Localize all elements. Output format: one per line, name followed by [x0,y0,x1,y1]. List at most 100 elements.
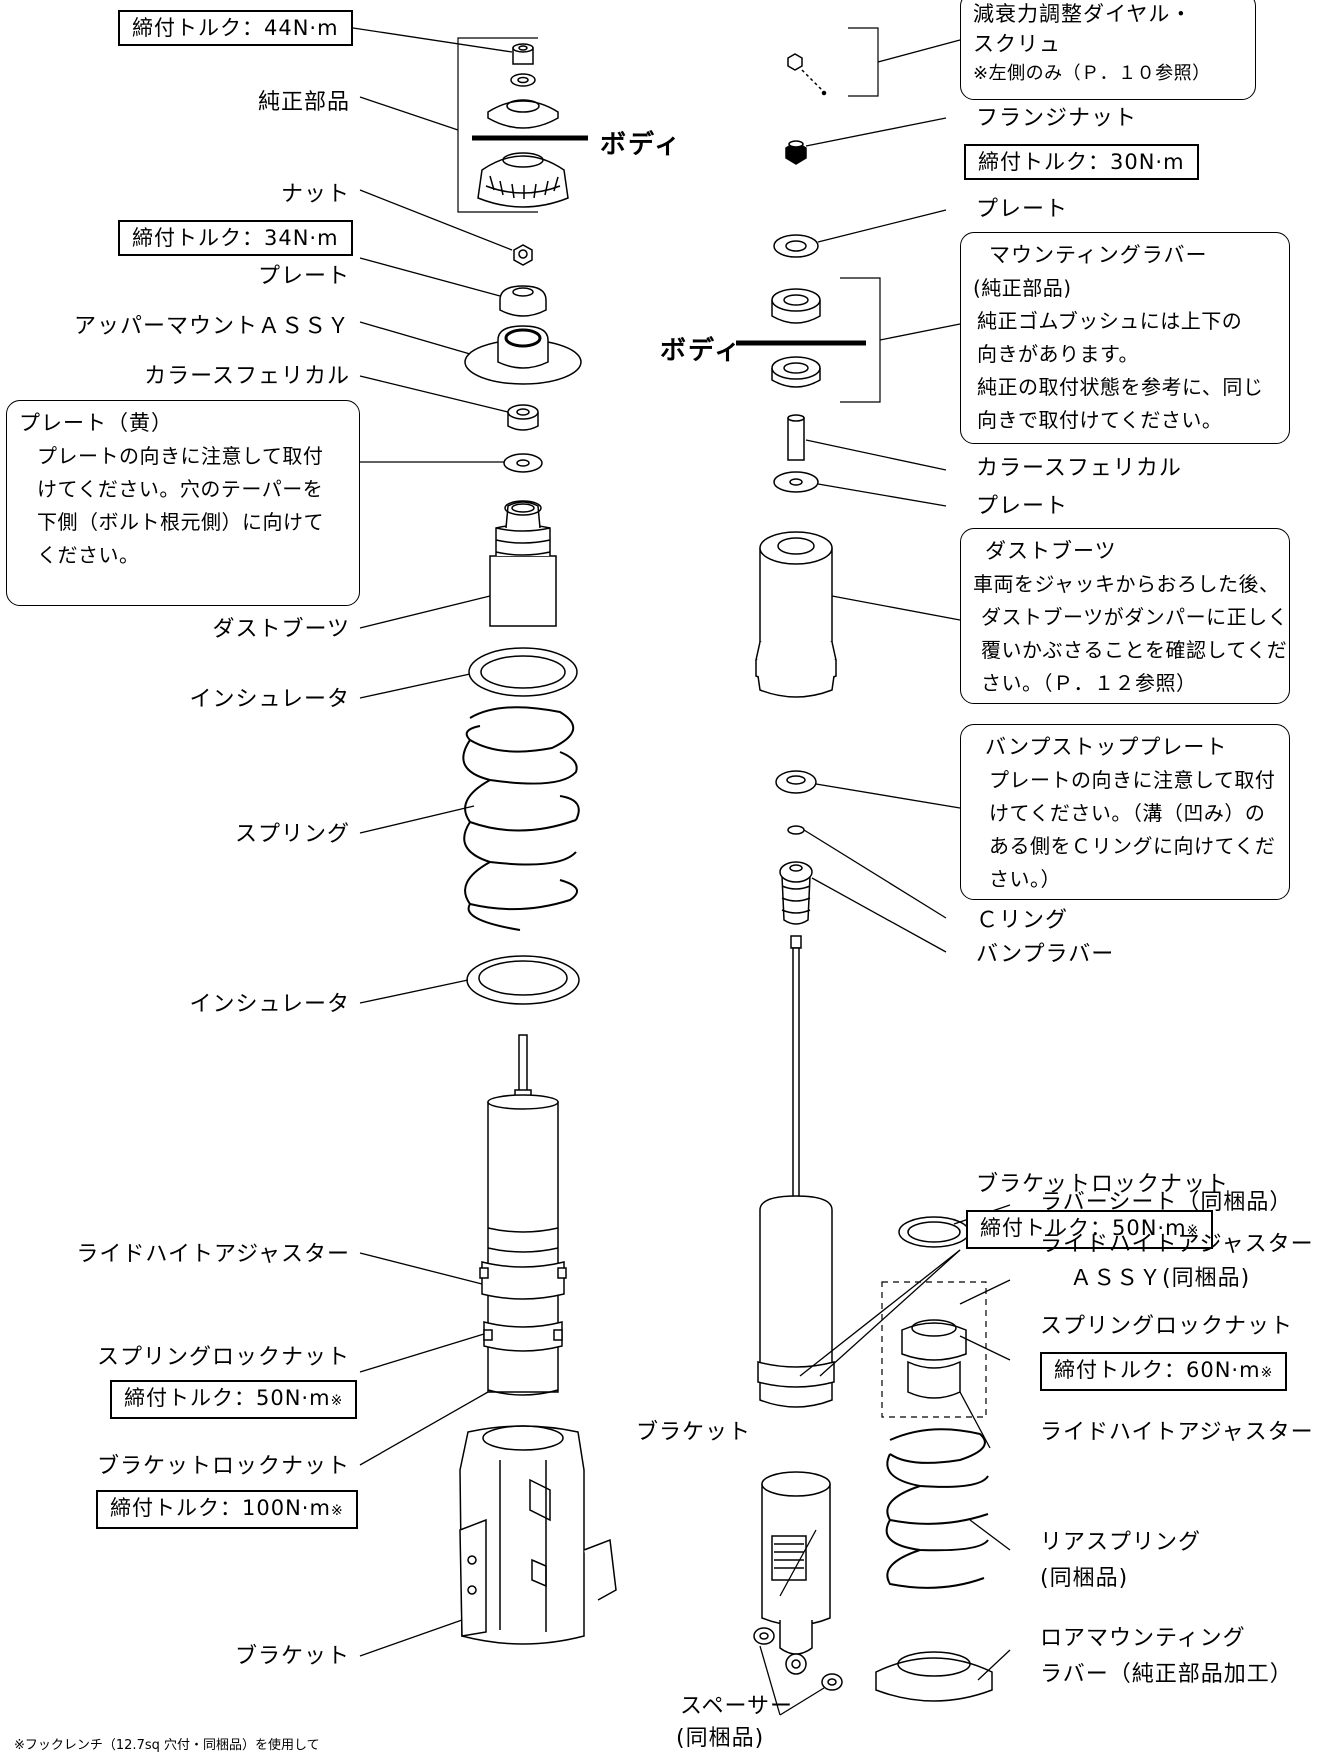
genuine-part-bracket [457,37,538,213]
insulator-top-label: インシュレータ [189,687,350,712]
mount-rubber-bracket [840,277,881,403]
mount-rubber-title: マウンティングラバー [989,243,1208,267]
insulator-bottom-label: インシュレータ [189,992,350,1017]
rear-ride-height-adjuster-icon [907,1360,961,1399]
torque-30-box: 締付トルク：30N·m [964,144,1199,180]
bracket-label: ブラケット [234,1644,350,1669]
rear-spring-lock-nut-label: スプリングロックナット [1040,1314,1294,1339]
rha-assy-dashed-box [881,1281,987,1418]
collar-right-label: カラースフェリカル [976,456,1182,481]
collar-right-icon [787,414,805,461]
bump-plate-line-4: さい。） [989,867,1061,891]
torque-mark: ※ [330,1503,344,1519]
dust-boots-line-4: さい。（Ｐ．１２参照） [981,671,1197,695]
bracket-lock-nut-label: ブラケットロックナット [96,1454,350,1479]
yellow-plate-line-3: 下側（ボルト根元側）に向けて [37,510,324,534]
yellow-plate-line-2: けてください。穴のテーパーを [37,477,324,501]
yellow-plate-line-4: ください。 [37,543,140,567]
genuine-upper-plate-icon [487,99,559,129]
torque-34-box: 締付トルク：34N·m [118,220,353,256]
lower-mount-label-1: ロアマウンティング [1040,1626,1246,1651]
torque-44-box: 締付トルク：44N·m [118,10,353,46]
flange-nut-icon [785,140,807,165]
rubber-sheet-icon [898,1216,970,1248]
damping-title-1: 減衰力調整ダイヤル・ [973,2,1193,26]
bump-plate-title: バンプストッププレート [985,735,1228,759]
damping-title-2: スクリュ [973,32,1061,56]
spacer-label-1: スペーサー [680,1694,794,1719]
spacer-icon [753,1627,843,1691]
torque-100-box: 締付トルク：100N·m※ [96,1490,358,1529]
ride-height-adjuster-icon [479,1261,567,1300]
dust-boots-right-title: ダストブーツ [985,539,1117,563]
body-label-left: ボディ [600,130,683,160]
genuine-part-label: 純正部品 [257,90,350,115]
rubber-sheet-label: ラバーシート（同梱品） [1040,1190,1293,1215]
insulator-top-icon [468,647,578,697]
upper-mount-icon [464,325,582,385]
bump-stop-plate-icon [775,770,817,794]
collar-icon [507,404,539,431]
mount-rubber-line-4: 純正の取付状態を参考に、同じ [977,375,1264,399]
damping-bracket [848,27,879,97]
torque-50-left-text: 締付トルク：50N·m [124,1386,331,1410]
plate2-right-icon [773,471,819,493]
leader-lines [339,25,1011,1716]
ride-height-adjuster-label: ライドハイトアジャスター [76,1242,350,1267]
flange-nut-label: フランジナット [976,106,1138,131]
torque-mark: ※ [330,1393,344,1409]
yellow-plate-note: プレート（黄） プレートの向きに注意して取付 けてください。穴のテーパーを 下側… [6,400,360,606]
bracket-right-icon [761,1471,831,1675]
torque-100-text: 締付トルク：100N·m [110,1496,331,1520]
spring-lock-nut-label: スプリングロックナット [96,1345,350,1370]
rear-spring-label-1: リアスプリング [1040,1530,1202,1555]
dust-boots-icon [489,500,557,627]
torque-mark: ※ [1186,1223,1200,1239]
bracket-lock-nut-right-label: ブラケットロックナット [976,1172,1230,1197]
rear-spring-label-2: (同梱品) [1040,1566,1129,1591]
yellow-plate-title: プレート（黄） [19,411,173,435]
genuine-mount-icon [477,152,569,208]
torque-60-box: 締付トルク：60N·m※ [1040,1352,1288,1391]
mounting-rubber-note: マウンティングラバー (純正部品) 純正ゴムブッシュには上下の 向きがあります。… [960,232,1290,444]
torque-60-text: 締付トルク：60N·m [1054,1358,1261,1382]
damping-dial-icon [787,53,827,96]
dust-boots-line-3: 覆いかぶさることを確認してくだ [981,638,1288,662]
collar-label: カラースフェリカル [144,364,350,389]
c-ring-icon [787,825,805,835]
dust-boots-right-icon [755,531,837,698]
rha-assy-label-1: ライドハイトアジャスター [1040,1232,1314,1257]
rear-spring-lock-nut-icon [901,1319,967,1361]
shock-body-icon [759,935,833,1408]
bracket-icon [459,1425,617,1645]
top-nut-icon [512,43,534,65]
rha-assy-label-2: ＡＳＳＹ(同梱品) [1070,1266,1251,1291]
spacer-label-2: (同梱品) [676,1726,765,1751]
bump-rubber-icon [779,861,813,925]
washer-icon [510,73,536,87]
footnote: ※フックレンチ（12.7sq 穴付・同梱品）を使用して [14,1738,320,1753]
nut-icon [513,244,533,266]
bump-rubber-label: バンプラバー [976,942,1115,967]
torque-50-left-box: 締付トルク：50N·m※ [110,1380,358,1419]
dust-boots-note: ダストブーツ 車両をジャッキからおろした後、 ダストブーツがダンパーに正しく 覆… [960,528,1290,704]
spring-label: スプリング [234,822,350,847]
mount-rubber-line-5: 向きで取付けてください。 [977,408,1223,432]
plate-label: プレート [257,264,350,289]
body-label-right: ボディ [660,336,743,366]
spring-lock-nut-icon [483,1321,563,1352]
bump-plate-line-2: けてください。（溝（凹み）の [989,801,1266,825]
plate-right-label: プレート [976,197,1069,222]
plate2-right-label: プレート [976,494,1069,519]
bracket-right-label: ブラケット [636,1420,752,1445]
plate-right-icon [773,234,819,258]
plate-icon [499,285,547,317]
mounting-rubber-icon [771,288,821,388]
rear-ride-height-adjuster-label: ライドハイトアジャスター [1040,1420,1314,1445]
damping-note: ※左側のみ（Ｐ．１０参照） [973,63,1211,84]
dust-boots-label: ダストブーツ [212,617,350,642]
lower-mount-label-2: ラバー（純正部品加工） [1040,1662,1293,1687]
mount-rubber-line-3: 向きがあります。 [977,342,1139,366]
dust-boots-line-1: 車両をジャッキからおろした後、 [973,572,1280,596]
